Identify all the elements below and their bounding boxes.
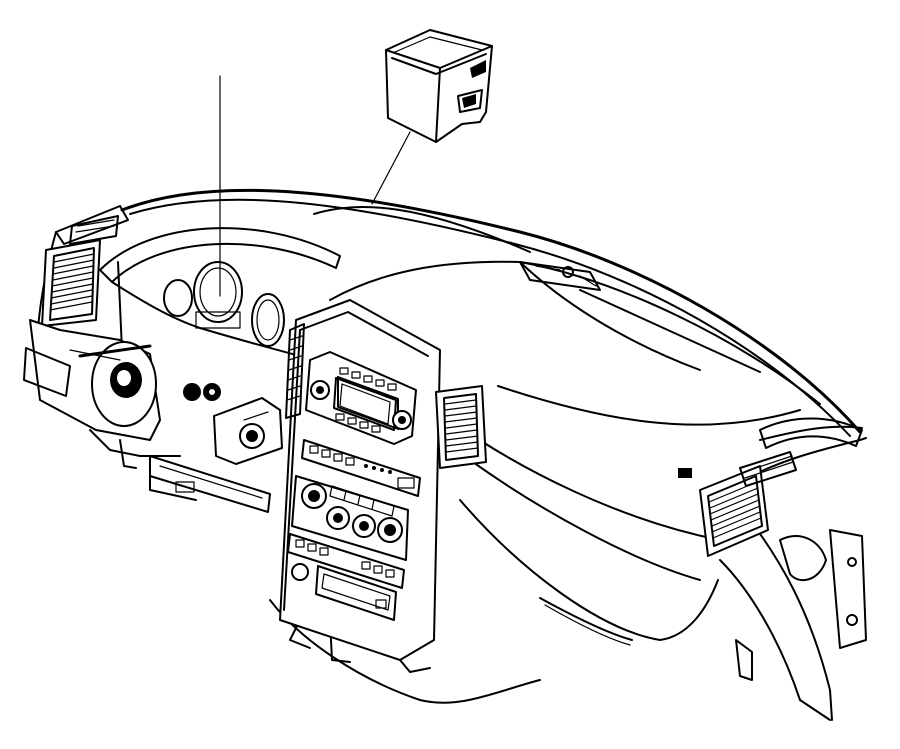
switch-bank bbox=[301, 439, 421, 497]
ignition-switch bbox=[183, 383, 283, 465]
control-module bbox=[385, 29, 493, 143]
radio-head-unit bbox=[305, 351, 417, 445]
gauge-left bbox=[163, 279, 193, 317]
gauge-tachometer bbox=[251, 293, 285, 347]
right-end-cap bbox=[759, 417, 863, 449]
instrument-cluster bbox=[99, 227, 341, 357]
cluster-display bbox=[195, 311, 241, 329]
steering-column bbox=[23, 319, 181, 469]
center-air-vent bbox=[435, 385, 487, 469]
leader-line-control-module bbox=[371, 131, 411, 205]
passenger-airbag-label bbox=[678, 468, 692, 478]
defrost-grille bbox=[519, 261, 601, 291]
lower-switch-row bbox=[287, 533, 405, 621]
gauge-speedometer bbox=[193, 261, 243, 323]
side-air-vent bbox=[41, 215, 119, 327]
hvac-control bbox=[291, 475, 409, 561]
right-air-vent bbox=[699, 451, 797, 557]
knee-bolster bbox=[149, 455, 271, 513]
